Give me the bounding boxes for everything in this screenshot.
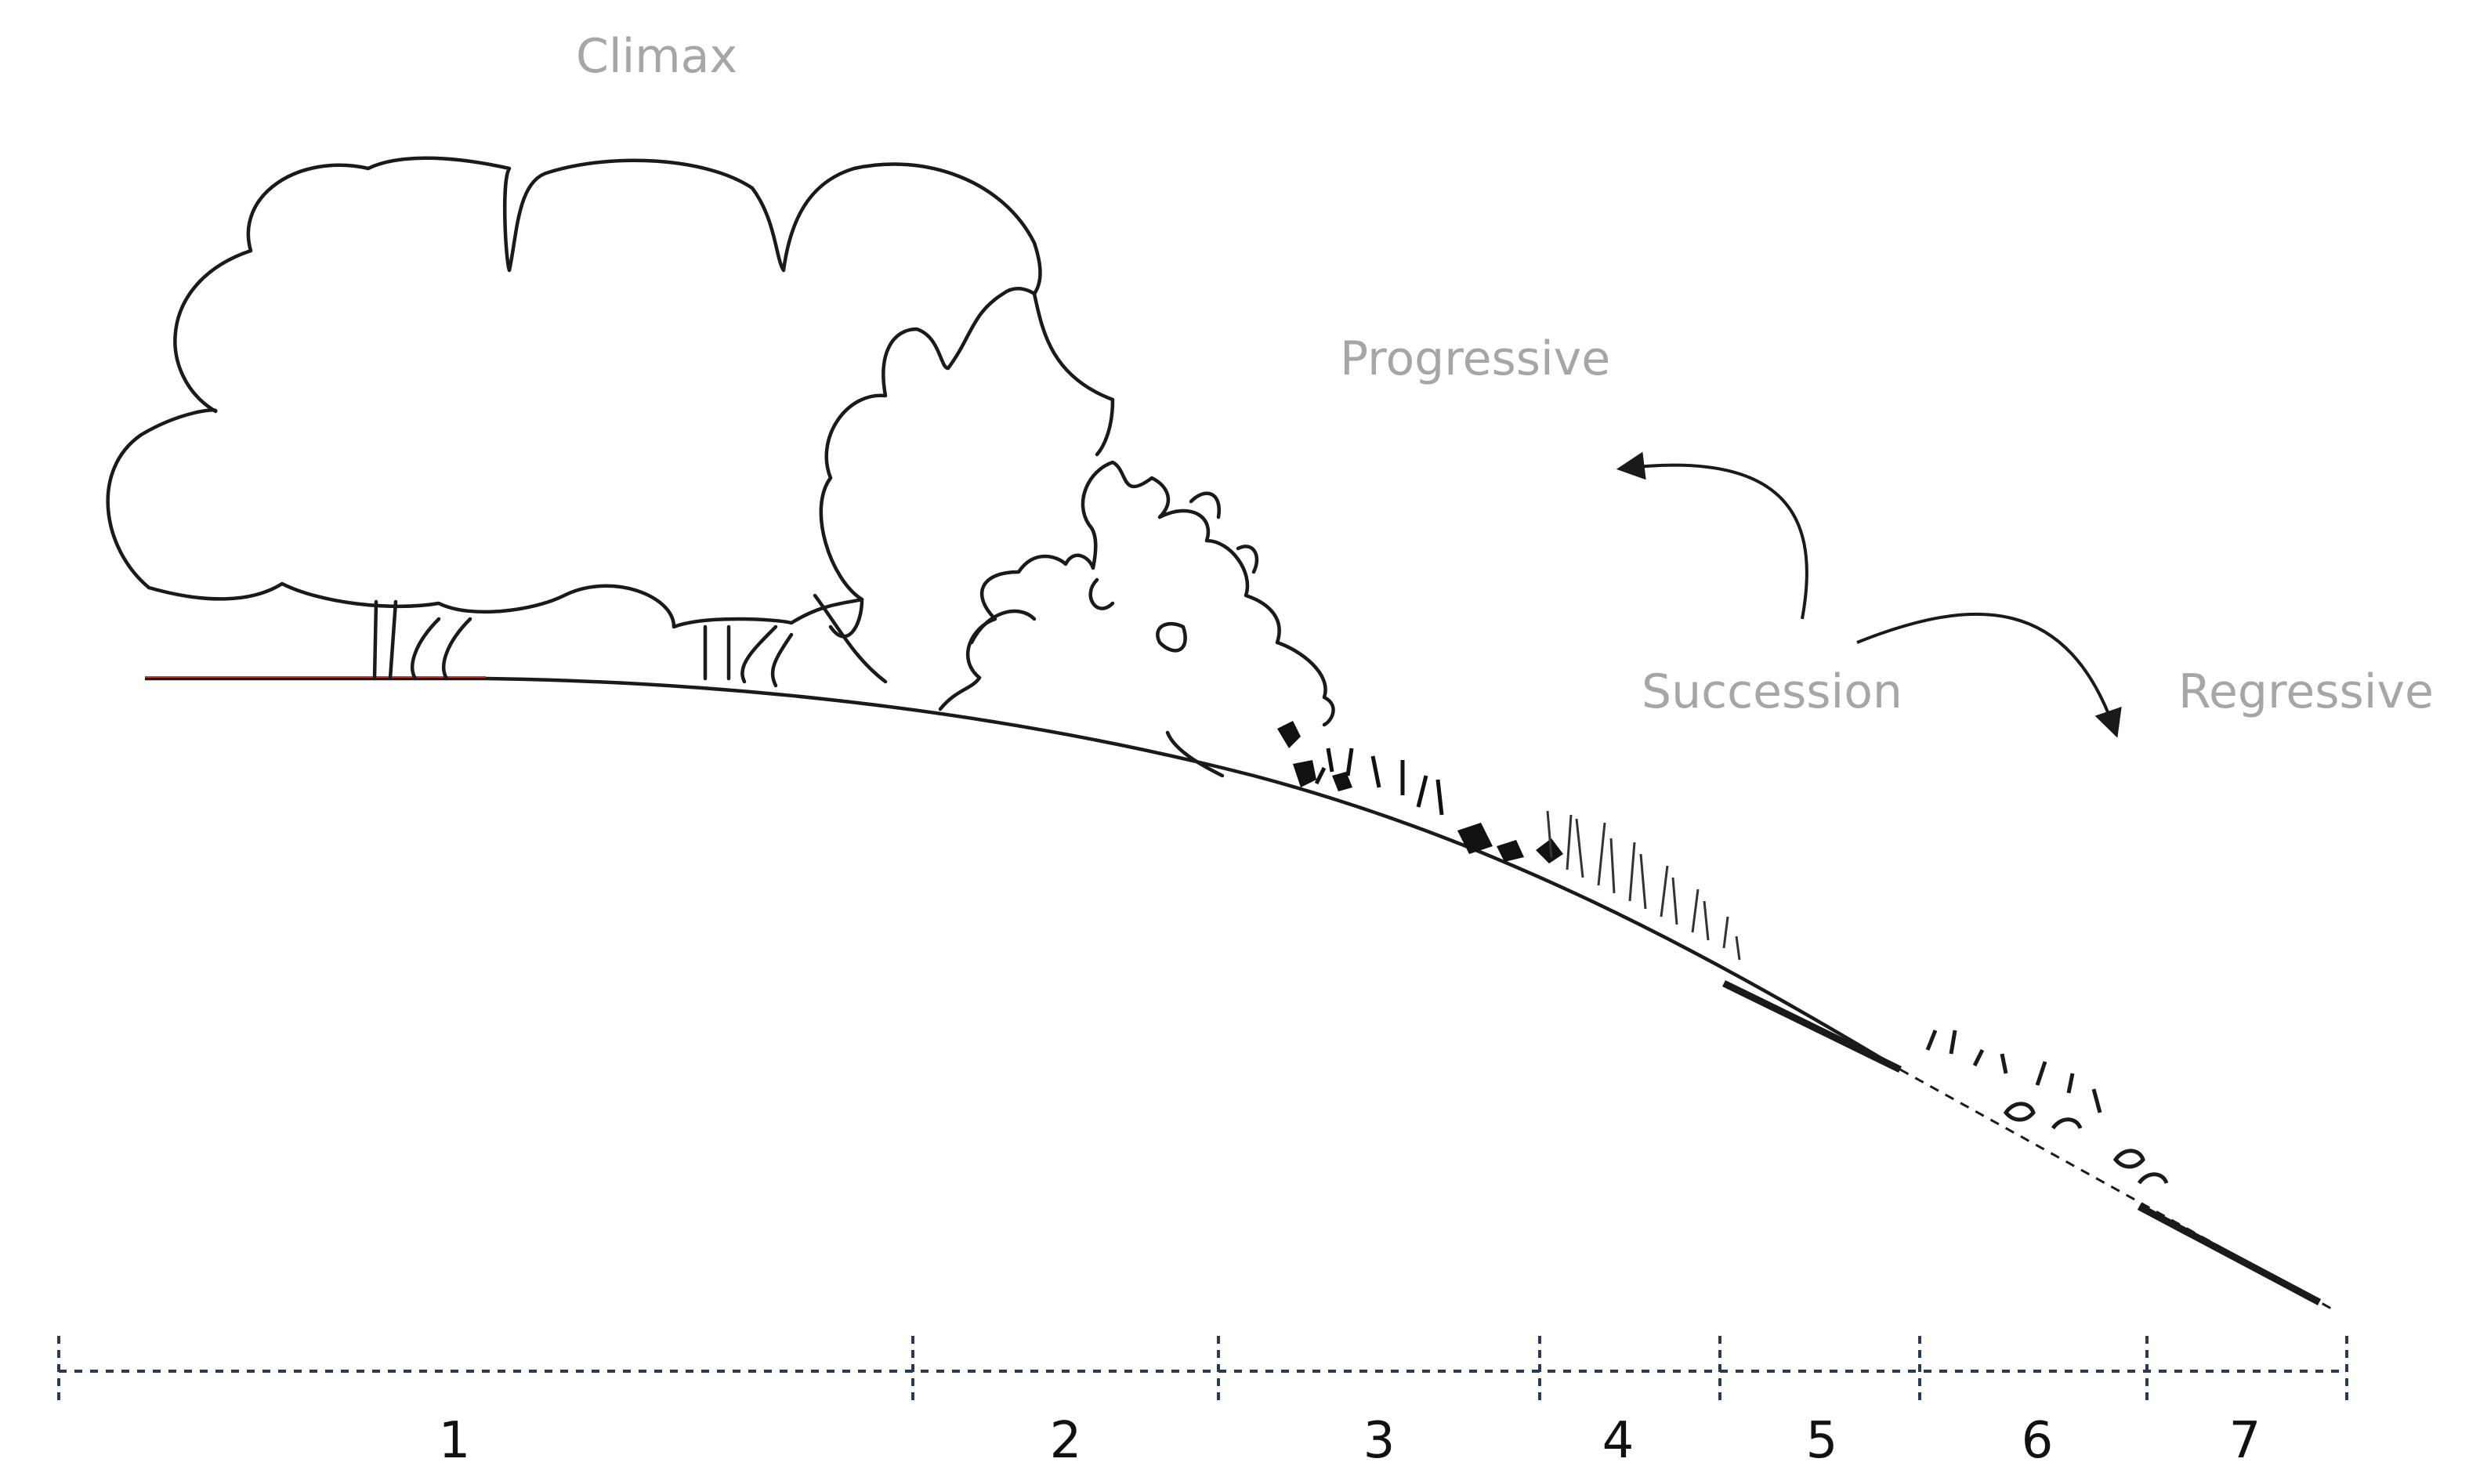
progressive-arrow <box>1616 451 1808 620</box>
shrub-thicket <box>938 460 1335 778</box>
secondary-tree <box>813 287 1037 684</box>
climax-forest-canopy <box>106 156 1115 688</box>
slope-ground <box>145 676 2332 1310</box>
stage-label-6: 6 <box>2022 1412 2054 1470</box>
stage-label-5: 5 <box>1806 1412 1838 1470</box>
sparse-vegetation <box>1925 1030 2169 1185</box>
stage-label-1: 1 <box>439 1412 471 1470</box>
stage-label-7: 7 <box>2229 1412 2261 1470</box>
stage-label-4: 4 <box>1602 1412 1635 1470</box>
low-scrub <box>1277 721 1563 863</box>
regressive-arrow <box>1856 612 2122 738</box>
stage-axis <box>57 1336 2348 1406</box>
tall-grass <box>1546 810 1741 961</box>
stage-label-3: 3 <box>1363 1412 1396 1470</box>
stage-label-2: 2 <box>1050 1412 1082 1470</box>
regressive-label: Regressive <box>2178 664 2434 719</box>
climax-label: Climax <box>576 29 737 84</box>
progressive-label: Progressive <box>1340 331 1610 386</box>
succession-label: Succession <box>1642 664 1902 719</box>
